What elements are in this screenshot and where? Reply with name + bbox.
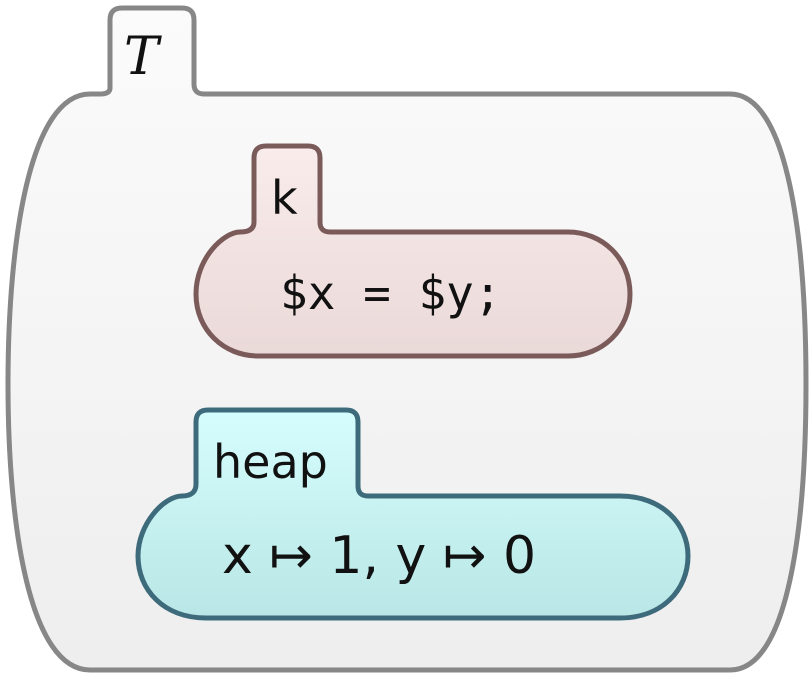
cell-heap-content: x ↦ 1, y ↦ 0 [222,526,536,586]
cell-heap: heap x ↦ 1, y ↦ 0 [135,407,691,621]
cell-k: k $x = $y; [193,143,633,359]
cell-k-label: k [271,171,298,225]
cell-T-label: T [124,27,162,87]
cell-heap-label: heap [213,435,328,489]
cell-k-shape [193,143,633,359]
cell-heap-shape [135,407,691,621]
cell-k-content: $x = $y; [280,266,502,320]
